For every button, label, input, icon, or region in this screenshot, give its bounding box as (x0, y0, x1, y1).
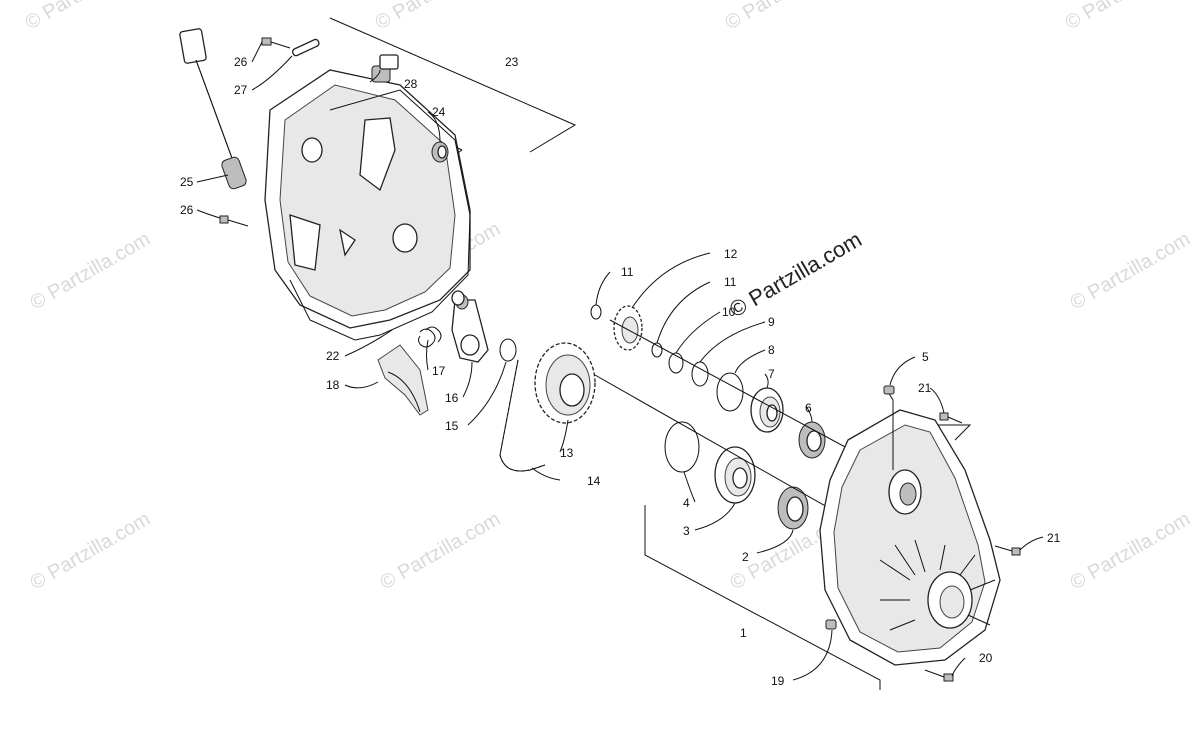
part-15-washer (451, 290, 465, 306)
part-23-chaincase-cover (264, 69, 471, 329)
watermark-center: © Partzilla.com (725, 227, 866, 323)
callout-21-a: 21 (918, 381, 932, 395)
callout-15: 15 (445, 419, 459, 433)
callout-12: 12 (724, 247, 738, 261)
part-22-gasket (289, 89, 471, 341)
part-19-fitting (825, 619, 837, 630)
part-18-slider (377, 344, 429, 416)
callout-16: 16 (445, 391, 459, 405)
callout-14: 14 (587, 474, 601, 488)
part-3-bearing (714, 446, 756, 504)
part-2-seal (777, 486, 809, 530)
callout-6: 6 (805, 401, 812, 415)
callout-26-b: 26 (180, 203, 194, 217)
part-24-seal (431, 141, 449, 163)
callout-8: 8 (768, 343, 775, 357)
part-4-o-ring (664, 421, 700, 473)
callout-11-b: 11 (724, 275, 737, 289)
part-6-seal (798, 421, 826, 459)
callout-17: 17 (432, 364, 446, 378)
watermark-text: © Partzilla.com (377, 508, 505, 594)
callout-10: 10 (722, 305, 736, 319)
callout-26-a: 26 (234, 55, 248, 69)
callout-labels: 1 2 3 4 5 6 7 8 9 10 11 11 12 13 14 15 1… (180, 55, 1061, 688)
part-7-bearing (750, 387, 784, 433)
part-12-drive-sprocket (613, 305, 643, 351)
watermark-text: © Partzilla.com (372, 0, 500, 34)
watermark-text: © Partzilla.com (1067, 508, 1195, 594)
callout-18: 18 (326, 378, 340, 392)
bracket-1 (644, 424, 972, 690)
callout-7: 7 (768, 367, 775, 381)
callout-11-a: 11 (621, 265, 634, 279)
callout-28: 28 (404, 77, 418, 91)
part-26-bolt-top (261, 37, 291, 49)
part-8-o-ring (716, 372, 744, 412)
part-25-sensor-cable (179, 28, 247, 190)
leader-lines (196, 41, 1044, 681)
callout-24: 24 (432, 105, 446, 119)
part-21-bolt-a (939, 412, 963, 424)
part-13-driven-sprocket (534, 342, 596, 424)
callout-4: 4 (683, 496, 690, 510)
callout-19: 19 (771, 674, 785, 688)
part-20-bolt (924, 669, 954, 682)
part-28-plug (371, 54, 399, 83)
part-5-vent-fitting (883, 385, 895, 470)
callout-21-b: 21 (1047, 531, 1061, 545)
part-14-chain (499, 359, 546, 472)
part-11-snap-ring-a (590, 304, 602, 320)
part-21-bolt-b (994, 545, 1021, 556)
callout-3: 3 (683, 524, 690, 538)
callout-13: 13 (560, 446, 574, 460)
part-16-tensioner-arm (451, 294, 489, 363)
part-17-spring (418, 326, 442, 348)
callout-23: 23 (505, 55, 519, 69)
callout-9: 9 (768, 315, 775, 329)
part-27-dowel (291, 38, 320, 57)
part-1-chaincase-housing (819, 409, 1001, 666)
callout-20: 20 (979, 651, 993, 665)
callout-25: 25 (180, 175, 194, 189)
part-15-snap-ring (499, 338, 517, 362)
axis-lines (594, 319, 861, 521)
watermark-text: © Partzilla.com (722, 0, 850, 34)
callout-1: 1 (740, 626, 747, 640)
watermark-text: © Partzilla.com (1067, 228, 1195, 314)
part-26-bolt-side (219, 215, 249, 227)
callout-27: 27 (234, 83, 248, 97)
callout-5: 5 (922, 350, 929, 364)
callout-22: 22 (326, 349, 340, 363)
watermark-text: © Partzilla.com (27, 228, 155, 314)
watermark-text: © Partzilla.com (22, 0, 150, 34)
watermark-layer: © Partzilla.com © Partzilla.com © Partzi… (22, 0, 1195, 594)
callout-2: 2 (742, 550, 749, 564)
watermark-text: © Partzilla.com (27, 508, 155, 594)
watermark-text: © Partzilla.com (1062, 0, 1190, 34)
